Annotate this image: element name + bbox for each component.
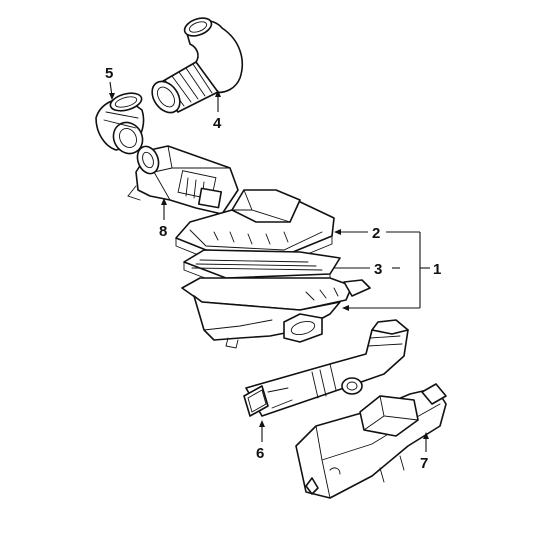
callout-2: 2 [372,225,380,242]
air-cleaner-lower-case[interactable] [181,277,371,349]
callout-1: 1 [433,261,441,278]
part-6-air-duct[interactable] [243,319,409,417]
callout-4: 4 [213,115,222,132]
callout-8: 8 [159,223,167,240]
callout-6: 6 [256,445,264,462]
callout-3: 3 [374,261,382,278]
callout-labels: 5 4 8 2 3 1 6 7 [105,65,441,472]
callout-7: 7 [420,455,428,472]
callout-5: 5 [105,65,113,82]
part-3-filter-element[interactable] [183,249,341,287]
callout-leader-lines [109,81,430,452]
part-8-air-flow-meter[interactable] [127,143,239,215]
part-4-intake-hose[interactable] [146,15,244,118]
part-7-resonator[interactable] [295,383,447,499]
part-5-connector-hose[interactable] [95,90,148,159]
